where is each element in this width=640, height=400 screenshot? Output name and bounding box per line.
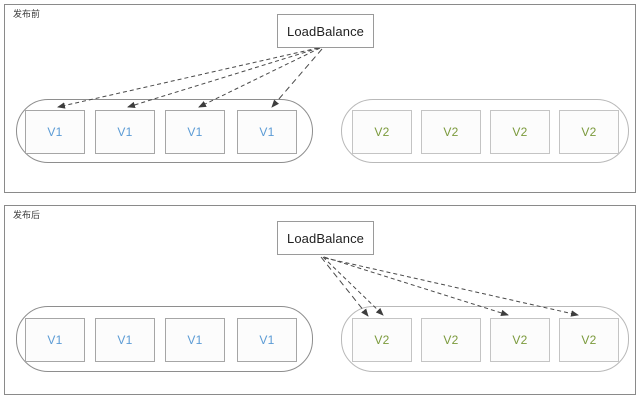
node-v1-after-3[interactable]: V1 bbox=[165, 318, 225, 362]
loadbalancer-node-before[interactable]: LoadBalance bbox=[277, 14, 374, 48]
node-v2-after-1[interactable]: V2 bbox=[352, 318, 412, 362]
node-v2-before-1[interactable]: V2 bbox=[352, 110, 412, 154]
loadbalancer-node-after[interactable]: LoadBalance bbox=[277, 221, 374, 255]
node-v1-before-1[interactable]: V1 bbox=[25, 110, 85, 154]
node-v1-after-1[interactable]: V1 bbox=[25, 318, 85, 362]
node-v2-before-2[interactable]: V2 bbox=[421, 110, 481, 154]
node-v1-after-4[interactable]: V1 bbox=[237, 318, 297, 362]
node-v2-before-3[interactable]: V2 bbox=[490, 110, 550, 154]
group-v2-before bbox=[341, 99, 629, 163]
node-v2-after-2[interactable]: V2 bbox=[421, 318, 481, 362]
node-v1-after-2[interactable]: V1 bbox=[95, 318, 155, 362]
group-v1-after bbox=[16, 306, 313, 372]
node-v2-after-3[interactable]: V2 bbox=[490, 318, 550, 362]
panel-label-after: 发布后 bbox=[13, 211, 41, 221]
node-v2-before-4[interactable]: V2 bbox=[559, 110, 619, 154]
node-v1-before-2[interactable]: V1 bbox=[95, 110, 155, 154]
panel-label-before: 发布前 bbox=[13, 10, 41, 20]
node-v1-before-3[interactable]: V1 bbox=[165, 110, 225, 154]
node-v2-after-4[interactable]: V2 bbox=[559, 318, 619, 362]
node-v1-before-4[interactable]: V1 bbox=[237, 110, 297, 154]
